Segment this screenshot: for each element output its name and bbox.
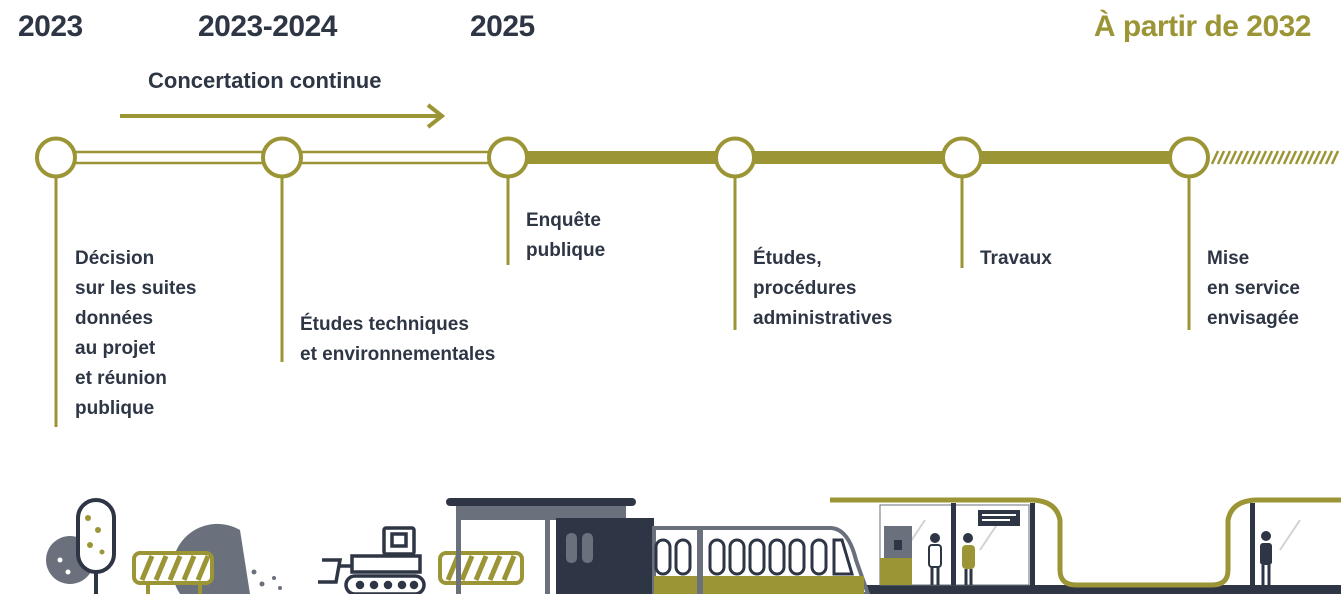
step-line: Décision	[75, 248, 155, 269]
step-line: Travaux	[980, 248, 1052, 269]
step-line: et réunion	[75, 368, 167, 389]
step-label-3: Enquête publique	[526, 206, 605, 266]
milestone-node-4	[714, 136, 756, 179]
step-line: au projet	[75, 338, 156, 359]
step-line: Mise	[1207, 248, 1250, 269]
step-line: Études,	[753, 248, 822, 269]
year-2023-2024: 2023-2024	[198, 10, 337, 43]
step-line: sur les suites	[75, 278, 197, 299]
tram-icon	[556, 518, 871, 594]
bulldozer-icon	[318, 526, 426, 594]
step-line: publique	[75, 398, 155, 419]
arrow-icon	[120, 103, 446, 129]
step-line: données	[75, 308, 154, 329]
step-label-4: Études, procédures administratives	[753, 244, 892, 334]
milestone-node-5	[941, 136, 983, 179]
step-line: publique	[526, 240, 606, 261]
milestone-node-1	[35, 136, 77, 179]
step-label-6: Mise en service envisagée	[1207, 244, 1300, 334]
passenger-icon	[962, 533, 975, 585]
step-line: procédures	[753, 278, 857, 299]
step-line: administratives	[753, 308, 893, 329]
step-line: Enquête	[526, 210, 601, 231]
step-line: Études techniques	[300, 314, 469, 335]
milestone-node-3	[487, 136, 529, 179]
passenger-icon	[928, 533, 942, 585]
concertation-label: Concertation continue	[148, 68, 382, 93]
step-label-1: Décision sur les suites données au proje…	[75, 244, 196, 424]
tram-shelter-icon	[446, 498, 636, 594]
timeline-hatched-end	[1209, 150, 1341, 165]
year-2025: 2025	[470, 10, 535, 43]
step-label-5: Travaux	[980, 244, 1052, 274]
milestone-node-2	[261, 136, 303, 179]
milestone-node-6	[1168, 136, 1210, 179]
year-2032: À partir de 2032	[1093, 10, 1312, 43]
passenger-icon	[1260, 531, 1272, 585]
step-line: envisagée	[1207, 308, 1299, 329]
step-line: et environnementales	[300, 344, 496, 365]
year-2023: 2023	[18, 10, 83, 43]
tree-icon	[46, 498, 116, 594]
barrier-icon	[132, 523, 282, 594]
barrier-icon	[438, 551, 524, 585]
step-label-2: Études techniques et environnementales	[300, 310, 495, 370]
step-line: en service	[1207, 278, 1300, 299]
